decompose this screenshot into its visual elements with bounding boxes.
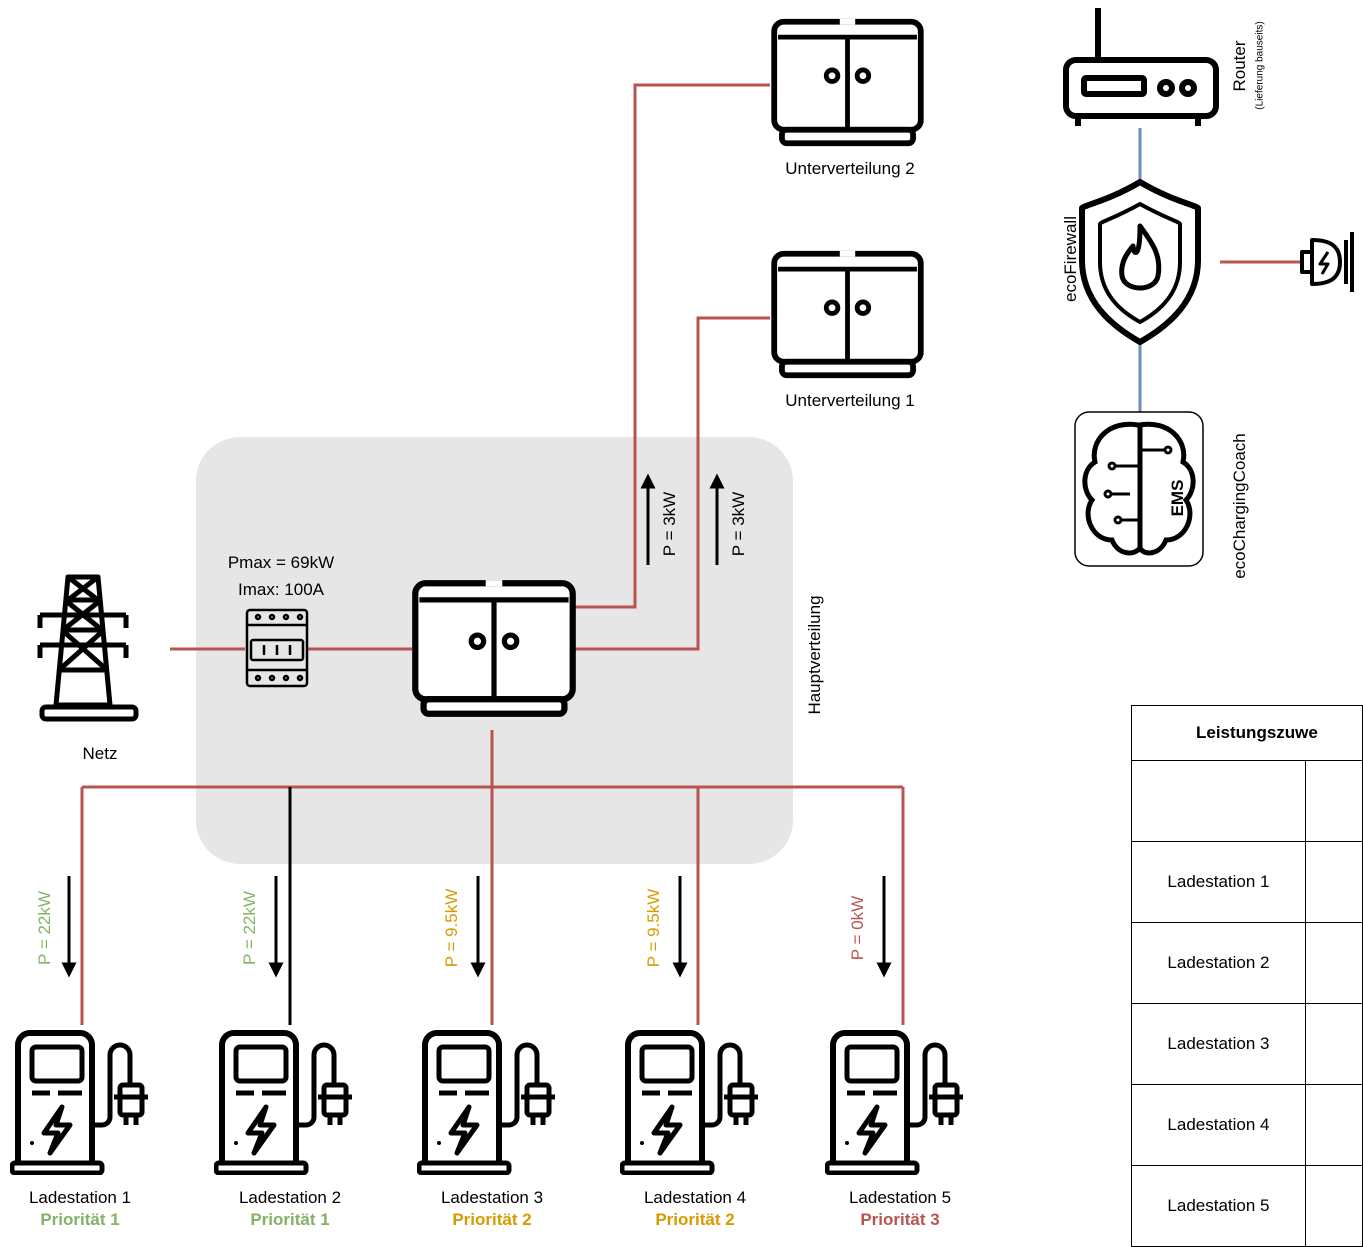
power-allocation-table: Leistungszuwe Ladestation 1 Ladestation … bbox=[1131, 705, 1363, 1247]
station-1-power: P = 22kW bbox=[35, 891, 54, 965]
table-header: Leistungszuwe bbox=[1131, 705, 1363, 761]
ems-label: ecoChargingCoach bbox=[1230, 433, 1249, 579]
station-3-power: P = 9.5kW bbox=[442, 888, 461, 968]
charger-icon-1 bbox=[12, 1033, 148, 1173]
brain-circuit-icon bbox=[1074, 411, 1204, 567]
charger-icon-3 bbox=[419, 1033, 555, 1173]
station-4-power: P = 9.5kW bbox=[644, 888, 663, 968]
charger-icon-5 bbox=[827, 1033, 963, 1173]
charger-icon-2 bbox=[216, 1033, 352, 1173]
station-2-label: Ladestation 2 bbox=[238, 1188, 342, 1207]
table-cell bbox=[1304, 1003, 1363, 1085]
router-icon bbox=[1063, 8, 1219, 126]
main-distribution-cabinet-icon bbox=[415, 583, 572, 714]
table-cell bbox=[1131, 760, 1306, 842]
table-row-label: Ladestation 5 bbox=[1131, 1165, 1306, 1247]
breaker-pmax: Pmax = 69kW bbox=[227, 553, 335, 572]
sub-panel-1-label: Unterverteilung 1 bbox=[785, 391, 915, 410]
station-1-label: Ladestation 1 bbox=[28, 1188, 132, 1207]
table-row-label: Ladestation 2 bbox=[1131, 922, 1306, 1004]
power-lines bbox=[80, 83, 905, 1025]
power-pylon-icon bbox=[37, 574, 139, 722]
table-cell bbox=[1304, 1084, 1363, 1166]
flow-label-sub1: P = 3kW bbox=[729, 491, 748, 557]
station-4-label: Ladestation 4 bbox=[643, 1188, 747, 1207]
station-3-label: Ladestation 3 bbox=[440, 1188, 544, 1207]
main-panel-label: Hauptverteilung bbox=[805, 595, 824, 715]
circuit-breaker-icon bbox=[245, 608, 309, 688]
firewall-label: ecoFirewall bbox=[1061, 216, 1080, 302]
station-5-power: P = 0kW bbox=[848, 895, 867, 961]
station-2-priority: Priorität 1 bbox=[250, 1210, 330, 1229]
router-note: (Lieferung bauseits) bbox=[1254, 21, 1266, 110]
charger-icon-4 bbox=[622, 1033, 758, 1173]
grid-label: Netz bbox=[82, 744, 118, 763]
router-label: Router bbox=[1230, 40, 1249, 92]
station-4-priority: Priorität 2 bbox=[655, 1210, 735, 1229]
table-cell bbox=[1304, 1165, 1363, 1247]
ems-badge: EMS bbox=[1168, 479, 1187, 517]
station-5-priority: Priorität 3 bbox=[860, 1210, 940, 1229]
plug-icon bbox=[1300, 232, 1354, 292]
breaker-imax: Imax: 100A bbox=[238, 580, 324, 599]
table-cell bbox=[1304, 841, 1363, 923]
table-cell bbox=[1304, 760, 1363, 842]
sub-panel-2-label: Unterverteilung 2 bbox=[785, 159, 915, 178]
table-row-label: Ladestation 4 bbox=[1131, 1084, 1306, 1166]
sub-distribution-2-cabinet-icon bbox=[774, 22, 921, 143]
table-row-label: Ladestation 1 bbox=[1131, 841, 1306, 923]
station-2-power: P = 22kW bbox=[240, 891, 259, 965]
shield-flame-icon bbox=[1079, 179, 1201, 345]
table-cell bbox=[1304, 922, 1363, 1004]
table-row-label: Ladestation 3 bbox=[1131, 1003, 1306, 1085]
station-5-label: Ladestation 5 bbox=[848, 1188, 952, 1207]
station-3-priority: Priorität 2 bbox=[452, 1210, 532, 1229]
flow-label-sub2: P = 3kW bbox=[660, 491, 679, 557]
sub-distribution-1-cabinet-icon bbox=[774, 254, 921, 376]
station-1-priority: Priorität 1 bbox=[40, 1210, 120, 1229]
